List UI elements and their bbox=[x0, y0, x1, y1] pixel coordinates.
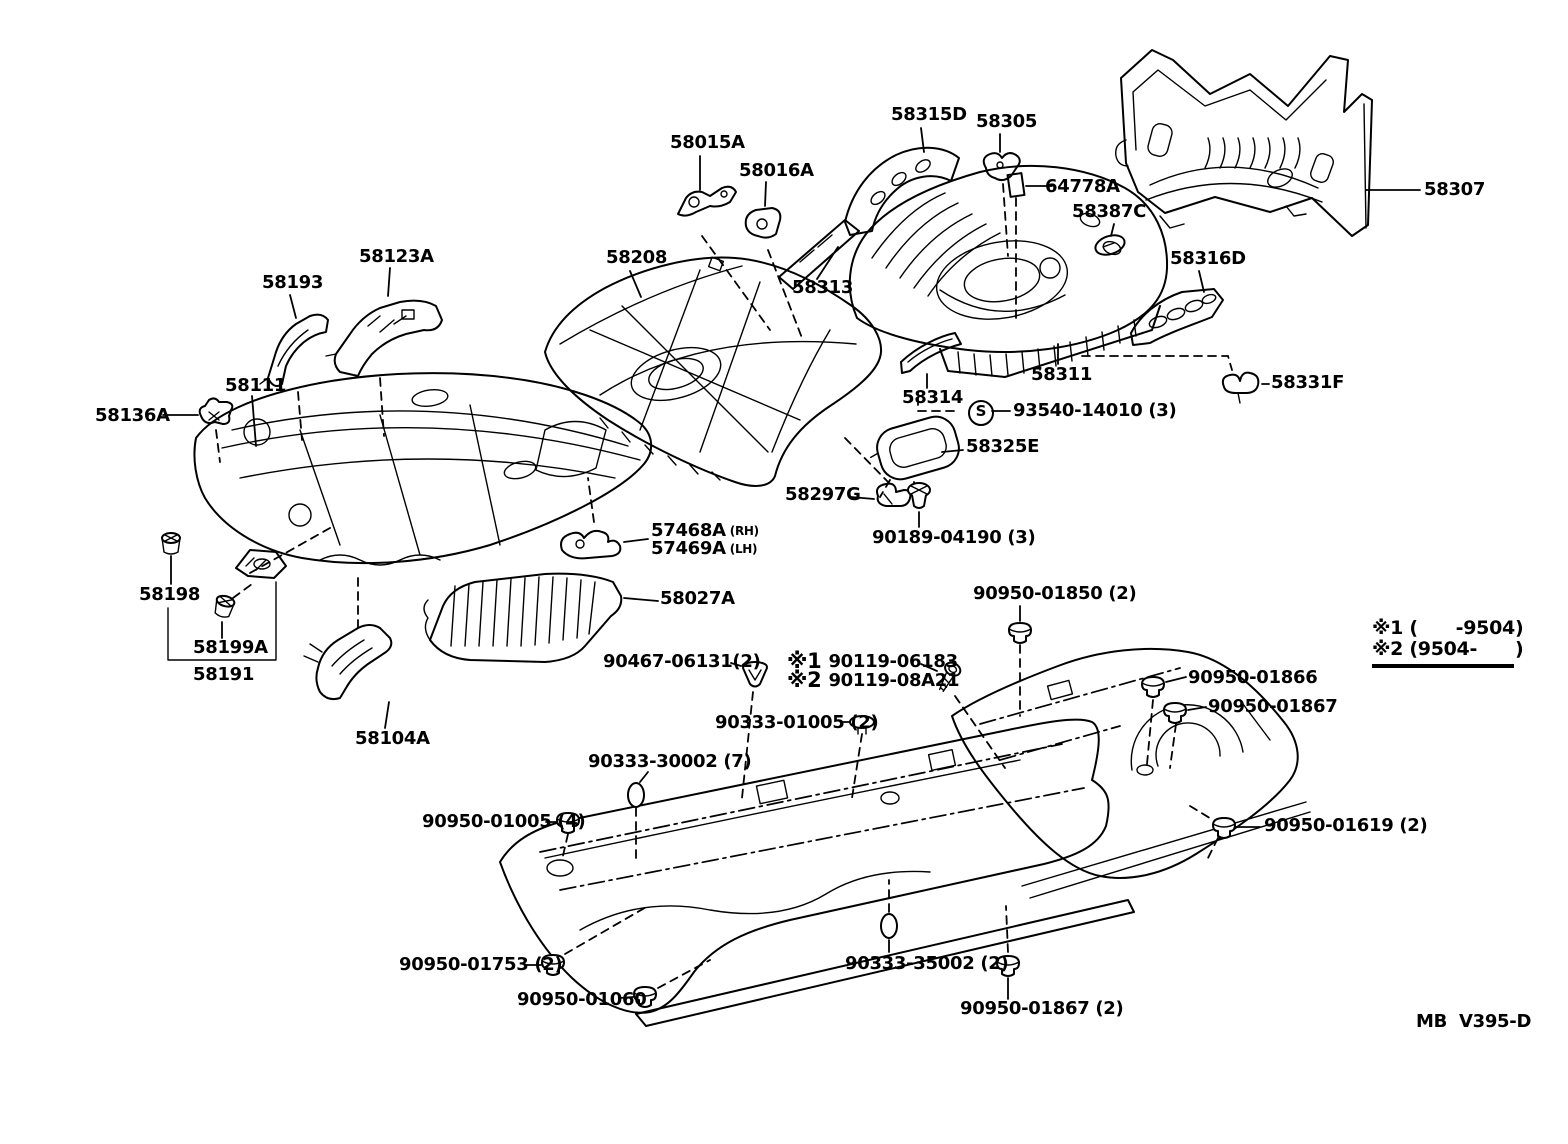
page-code: MB V395-D bbox=[1416, 1011, 1532, 1032]
legend-underline bbox=[1372, 663, 1514, 668]
fastener-90950-01753 bbox=[525, 905, 649, 976]
legend-line-2: ※2 (9504- ) bbox=[1372, 638, 1524, 661]
part-58305-clip bbox=[982, 133, 1021, 257]
part-58387C-plug bbox=[1094, 223, 1126, 256]
fastener-90950-01867 bbox=[1163, 702, 1207, 769]
part-label-58208: 58208 bbox=[606, 247, 668, 268]
part-58315D-floor-side-member bbox=[844, 127, 960, 236]
part-58111-front-floor-pan bbox=[193, 372, 653, 566]
part-label-90333-01005: 90333-01005 (2) bbox=[715, 712, 879, 733]
screw-93540-leader bbox=[917, 396, 1011, 412]
fastener-90333-30002 bbox=[627, 771, 649, 861]
circled-s-symbol: S bbox=[968, 400, 994, 426]
part-label-58314: 58314 bbox=[902, 387, 964, 408]
part-label-58193: 58193 bbox=[262, 272, 324, 293]
fastener-90333-01005 bbox=[840, 715, 875, 799]
part-label-58111: 58111 bbox=[225, 375, 287, 396]
part-label-58311: 58311 bbox=[1031, 364, 1093, 385]
part-label-90950-01867: 90950-01867 bbox=[1208, 696, 1338, 717]
part-label-90950-01753: 90950-01753 (2) bbox=[399, 954, 563, 975]
part-58015A-bracket bbox=[677, 155, 771, 331]
fastener-90333-35002 bbox=[880, 879, 898, 953]
fastener-90950-01850 bbox=[1008, 605, 1032, 717]
part-57468A-bracket bbox=[560, 477, 649, 560]
part-58027A-insulator bbox=[423, 572, 659, 663]
part-label-58123A: 58123A bbox=[359, 246, 434, 267]
part-label-58325E: 58325E bbox=[966, 436, 1040, 457]
part-label-58016A: 58016A bbox=[739, 160, 814, 181]
fastener-90950-01867-2 bbox=[996, 905, 1020, 1000]
part-label-58015A: 58015A bbox=[670, 132, 745, 153]
part-58307-rear-body-panel bbox=[1115, 49, 1421, 237]
part-58311-rear-floor-pan bbox=[848, 164, 1233, 378]
legend-note: ※1 ( -9504) ※2 (9504- ) bbox=[1372, 617, 1524, 668]
part-58313-strip bbox=[778, 219, 860, 290]
part-label-90333-35002: 90333-35002 (2) bbox=[845, 953, 1009, 974]
part-label-58297G: 58297G bbox=[785, 484, 861, 505]
part-label-58027A: 58027A bbox=[660, 588, 735, 609]
part-58331F-clip bbox=[1221, 371, 1270, 404]
part-label-58305: 58305 bbox=[976, 111, 1038, 132]
part-58104A-bracket bbox=[303, 575, 393, 729]
part-label-90189-04190: 90189-04190 (3) bbox=[872, 527, 1036, 548]
part-58123A-bracket bbox=[325, 267, 443, 377]
part-58136A-clip bbox=[162, 397, 234, 463]
part-label-64778A: 64778A bbox=[1045, 176, 1120, 197]
part-label-58199A: 58199A bbox=[193, 637, 268, 658]
part-58198-group bbox=[161, 527, 331, 661]
screw-90189-04190 bbox=[907, 482, 931, 528]
part-label-58198: 58198 bbox=[139, 584, 201, 605]
part-label-58307: 58307 bbox=[1424, 179, 1486, 200]
part-label-58313: 58313 bbox=[792, 277, 854, 298]
part-label-58104A: 58104A bbox=[355, 728, 430, 749]
part-label-58316D: 58316D bbox=[1170, 248, 1246, 269]
part-58016A-bracket bbox=[744, 181, 803, 339]
part-label-90950-01867-2: 90950-01867 (2) bbox=[960, 998, 1124, 1019]
part-label-58136A: 58136A bbox=[95, 405, 170, 426]
part-label-90333-30002: 90333-30002 (7) bbox=[588, 751, 752, 772]
fastener-90119-bolt bbox=[920, 659, 1006, 769]
fastener-90950-01060 bbox=[619, 959, 711, 1008]
part-label-90467-06131: 90467-06131(2) bbox=[603, 651, 761, 672]
part-label-57468A: 57468A(RH) bbox=[651, 520, 759, 541]
part-label-90950-01866: 90950-01866 bbox=[1188, 667, 1318, 688]
fastener-90950-01619 bbox=[1189, 805, 1261, 859]
legend-line-1: ※1 ( -9504) bbox=[1372, 617, 1524, 639]
part-58193-bracket bbox=[259, 294, 329, 387]
fastener-90467-06131 bbox=[730, 661, 768, 799]
fastener-90950-01005 bbox=[545, 812, 580, 861]
part-label-90950-01005: 90950-01005 (4) bbox=[422, 811, 586, 832]
part-label-58191: 58191 bbox=[193, 664, 255, 685]
part-label-58315D: 58315D bbox=[891, 104, 967, 125]
part-label-57469A: 57469A(LH) bbox=[651, 538, 758, 559]
part-label-90950-01060: 90950-01060 bbox=[517, 989, 647, 1010]
fastener-90950-01866 bbox=[1141, 676, 1187, 765]
part-64778A-shim bbox=[1006, 172, 1053, 323]
underbody-front-sheet bbox=[499, 718, 1311, 1027]
part-label-90950-01850: 90950-01850 (2) bbox=[973, 583, 1137, 604]
part-58316D-bracket bbox=[1130, 270, 1224, 346]
part-label-90950-01619: 90950-01619 (2) bbox=[1264, 815, 1428, 836]
part-58314-strip bbox=[900, 332, 962, 389]
part-label-58387C: 58387C bbox=[1072, 201, 1147, 222]
part-label-93540-14010: 93540-14010 (3) bbox=[1013, 400, 1177, 421]
part-58208-center-floor-pan bbox=[544, 256, 891, 487]
part-label-58331F: 58331F bbox=[1271, 372, 1345, 393]
